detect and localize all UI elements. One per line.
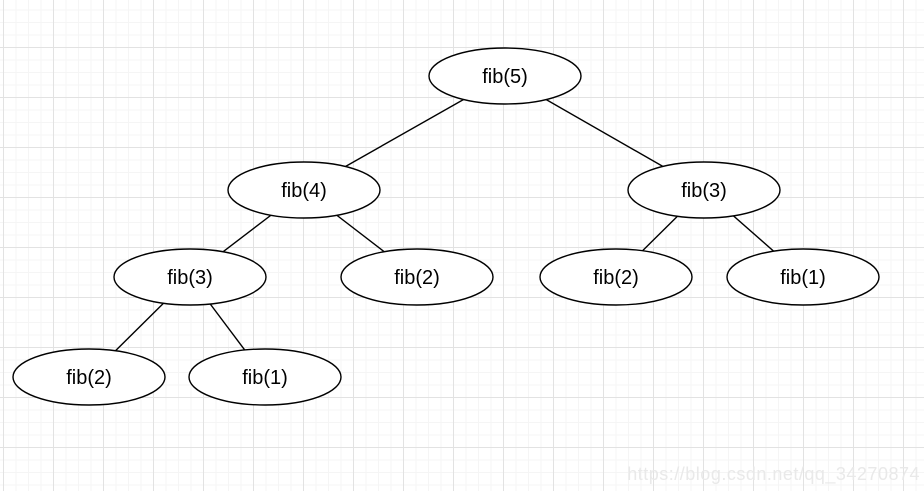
node-label: fib(1) bbox=[242, 367, 288, 389]
node-ellipse bbox=[188, 348, 342, 406]
tree-node-fib3-right[interactable]: fib(3) bbox=[627, 161, 781, 219]
node-ellipse bbox=[428, 47, 582, 105]
node-ellipse bbox=[340, 248, 494, 306]
tree-node-fib2-bottom[interactable]: fib(2) bbox=[12, 348, 166, 406]
node-label: fib(5) bbox=[482, 66, 528, 88]
csdn-watermark: https://blog.csdn.net/qq_34270874 bbox=[627, 464, 920, 484]
tree-node-fib1-bottom[interactable]: fib(1) bbox=[188, 348, 342, 406]
node-ellipse bbox=[726, 248, 880, 306]
node-label: fib(1) bbox=[780, 267, 826, 289]
node-label: fib(2) bbox=[394, 267, 440, 289]
node-ellipse bbox=[227, 161, 381, 219]
node-label: fib(3) bbox=[167, 267, 213, 289]
node-ellipse bbox=[539, 248, 693, 306]
node-ellipse bbox=[627, 161, 781, 219]
node-ellipse bbox=[12, 348, 166, 406]
node-label: fib(2) bbox=[593, 267, 639, 289]
node-label: fib(4) bbox=[281, 180, 327, 202]
node-label: fib(3) bbox=[681, 180, 727, 202]
node-ellipse bbox=[113, 248, 267, 306]
tree-node-fib2-mid[interactable]: fib(2) bbox=[340, 248, 494, 306]
tree-node-fib2-right[interactable]: fib(2) bbox=[539, 248, 693, 306]
tree-node-fib5-root[interactable]: fib(5) bbox=[428, 47, 582, 105]
tree-node-fib3-left[interactable]: fib(3) bbox=[113, 248, 267, 306]
node-label: fib(2) bbox=[66, 367, 112, 389]
tree-node-fib1-right[interactable]: fib(1) bbox=[726, 248, 880, 306]
tree-node-fib4[interactable]: fib(4) bbox=[227, 161, 381, 219]
